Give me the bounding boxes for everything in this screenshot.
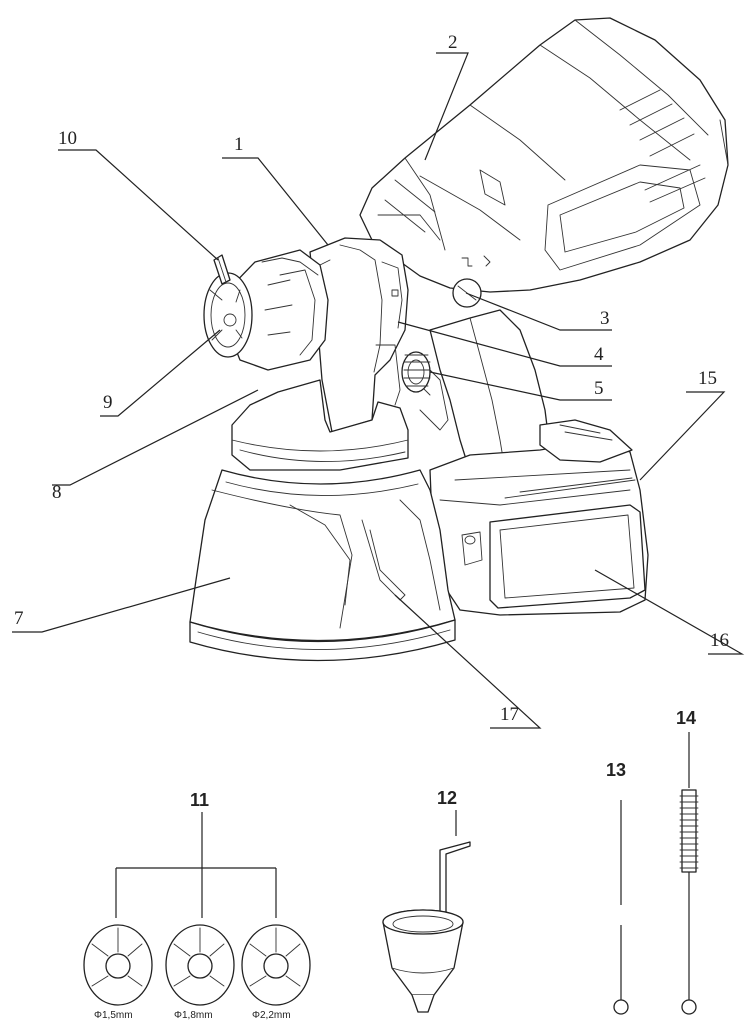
viscosity-cup-number: 12: [437, 788, 457, 808]
nozzle-large: [241, 924, 311, 1006]
container-lid: [231, 379, 409, 471]
callout-16: 16: [710, 630, 729, 651]
cleaning-brush: 14: [676, 708, 699, 1015]
callout-8: 8: [52, 482, 62, 503]
callout-17: 17: [500, 704, 519, 725]
nozzle-small: [83, 924, 153, 1006]
battery-pack: [429, 419, 649, 616]
callout-9: 9: [103, 392, 113, 413]
nozzle-head: [203, 249, 329, 371]
adjustment-knob: [401, 351, 431, 393]
nozzle-size-3: Φ2,2mm: [252, 1010, 291, 1021]
paint-container: [189, 469, 456, 662]
callout-leaders: [12, 52, 745, 729]
spray-gun-illustration: [189, 17, 729, 662]
viscosity-cup: 12: [382, 788, 471, 1013]
cleaning-needle: 13: [606, 760, 629, 1015]
front-body: [299, 237, 409, 433]
nozzle-size-2: Φ1,8mm: [174, 1010, 213, 1021]
callout-7: 7: [14, 608, 24, 629]
nozzle-medium: [165, 924, 235, 1006]
callout-numbers: 1 2 3 4 5 7 8 9 10 15 16 17: [14, 32, 729, 725]
callout-10: 10: [58, 128, 77, 149]
callout-1: 1: [234, 134, 244, 155]
callout-5: 5: [594, 378, 604, 399]
callout-3: 3: [600, 308, 610, 329]
callout-15: 15: [698, 368, 717, 389]
callout-4: 4: [594, 344, 604, 365]
cleaning-brush-number: 14: [676, 708, 696, 728]
nozzle-set-number: 11: [190, 790, 209, 810]
nozzle-size-1: Φ1,5mm: [94, 1010, 133, 1021]
cleaning-needle-number: 13: [606, 760, 626, 780]
callout-2: 2: [448, 32, 458, 53]
motor-housing: [359, 17, 729, 293]
nozzle-set: 11 Φ1,5mm Φ1,8mm Φ2,2mm: [83, 790, 311, 1021]
